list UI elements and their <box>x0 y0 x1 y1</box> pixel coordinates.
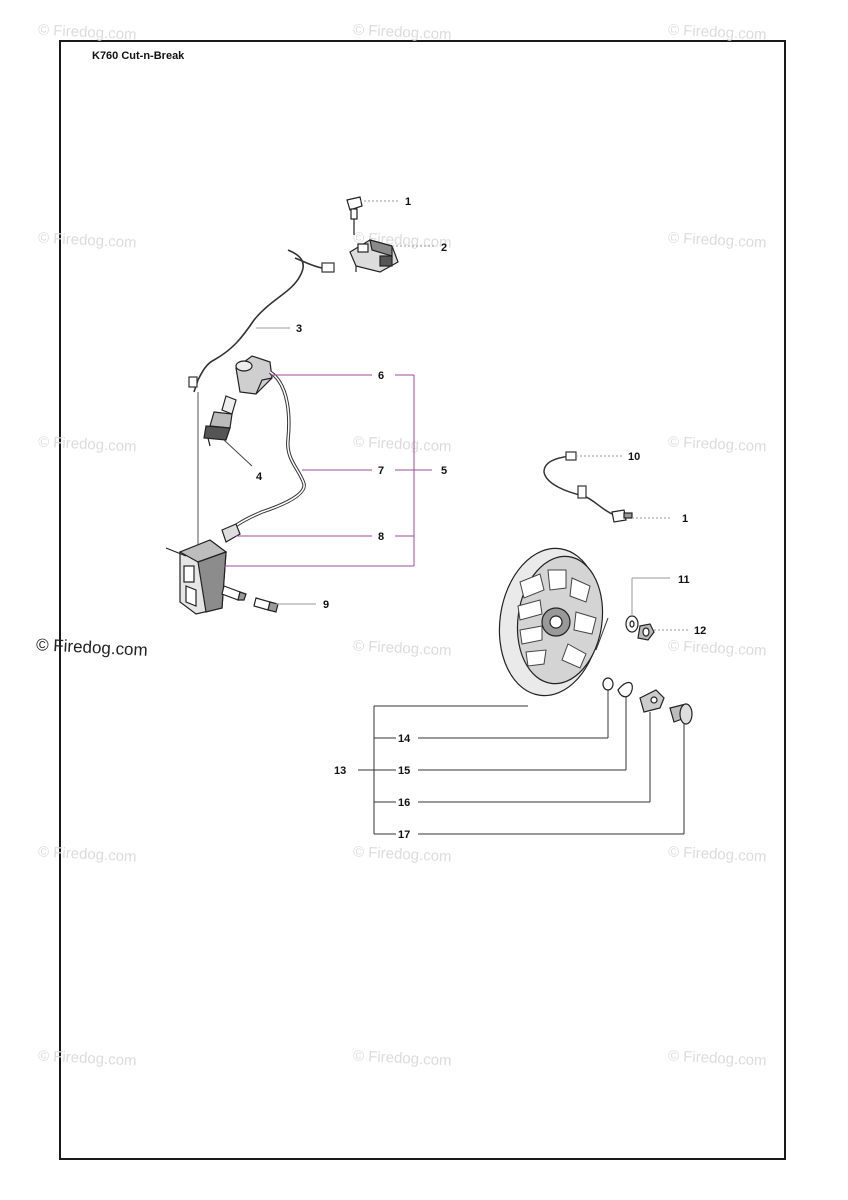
part-ignition-module-5 <box>165 539 228 615</box>
callout-1b: 1 <box>682 513 688 525</box>
callout-7: 7 <box>378 465 384 477</box>
callout-3: 3 <box>296 323 302 335</box>
callout-12: 12 <box>694 625 706 637</box>
part-spark-plug-4 <box>203 395 237 447</box>
callout-13: 13 <box>334 765 346 777</box>
part-screw-1 <box>346 196 363 235</box>
part-screws-9 <box>221 585 279 613</box>
callout-5: 5 <box>441 465 447 477</box>
callout-10: 10 <box>628 451 640 463</box>
part-wire-3 <box>188 249 335 545</box>
part-boot-6 <box>235 355 273 395</box>
diagram-title: K760 Cut-n-Break <box>92 50 185 62</box>
diagram-frame <box>59 40 786 1160</box>
leader-lines <box>223 200 688 835</box>
part-lead-7 <box>226 370 306 534</box>
part-nut-12 <box>637 623 655 641</box>
callout-9: 9 <box>323 599 329 611</box>
callout-11: 11 <box>678 574 690 586</box>
part-pawl-15 <box>617 681 633 698</box>
part-washer-14 <box>602 677 614 691</box>
part-terminal-8 <box>221 523 241 543</box>
part-flywheel-13 <box>498 547 604 697</box>
callout-14: 14 <box>398 733 411 745</box>
part-screw-1b <box>611 509 633 523</box>
callout-4: 4 <box>256 471 263 483</box>
callout-16: 16 <box>398 797 410 809</box>
callout-15: 15 <box>398 765 410 777</box>
part-washer-11 <box>625 615 639 633</box>
callout-2: 2 <box>441 242 447 254</box>
callout-6: 6 <box>378 370 384 382</box>
part-spring-16 <box>639 689 665 713</box>
part-bolt-17 <box>669 703 693 725</box>
part-wire-10 <box>543 451 613 515</box>
callout-8: 8 <box>378 531 384 543</box>
callout-1: 1 <box>405 196 411 208</box>
callout-17: 17 <box>398 829 410 841</box>
part-switch-2 <box>349 239 399 273</box>
